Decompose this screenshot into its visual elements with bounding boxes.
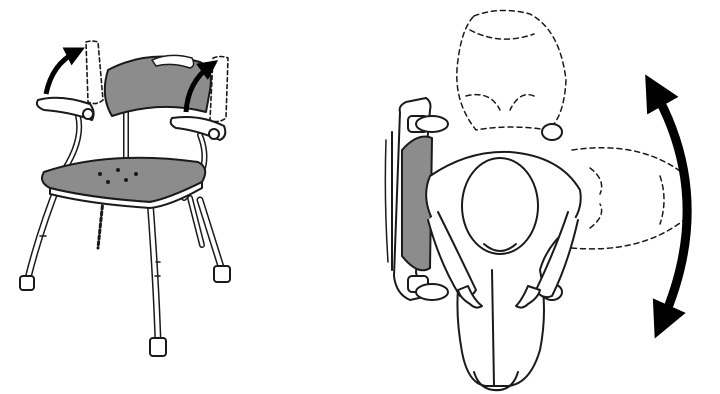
person-swivel-illustration: [385, 10, 689, 390]
raised-armrest-ghost-left: [86, 41, 103, 104]
raised-armrest-ghost-right: [210, 57, 228, 122]
head: [462, 158, 538, 254]
person-top-view-icon: [426, 152, 581, 390]
shower-chair-illustration: [20, 41, 230, 356]
ghost-person-position-right: [572, 148, 689, 249]
ghost-person-position-top: [457, 10, 566, 130]
double-headed-curved-arrow-icon: [654, 90, 687, 322]
curved-arrow-icon: [46, 52, 76, 94]
